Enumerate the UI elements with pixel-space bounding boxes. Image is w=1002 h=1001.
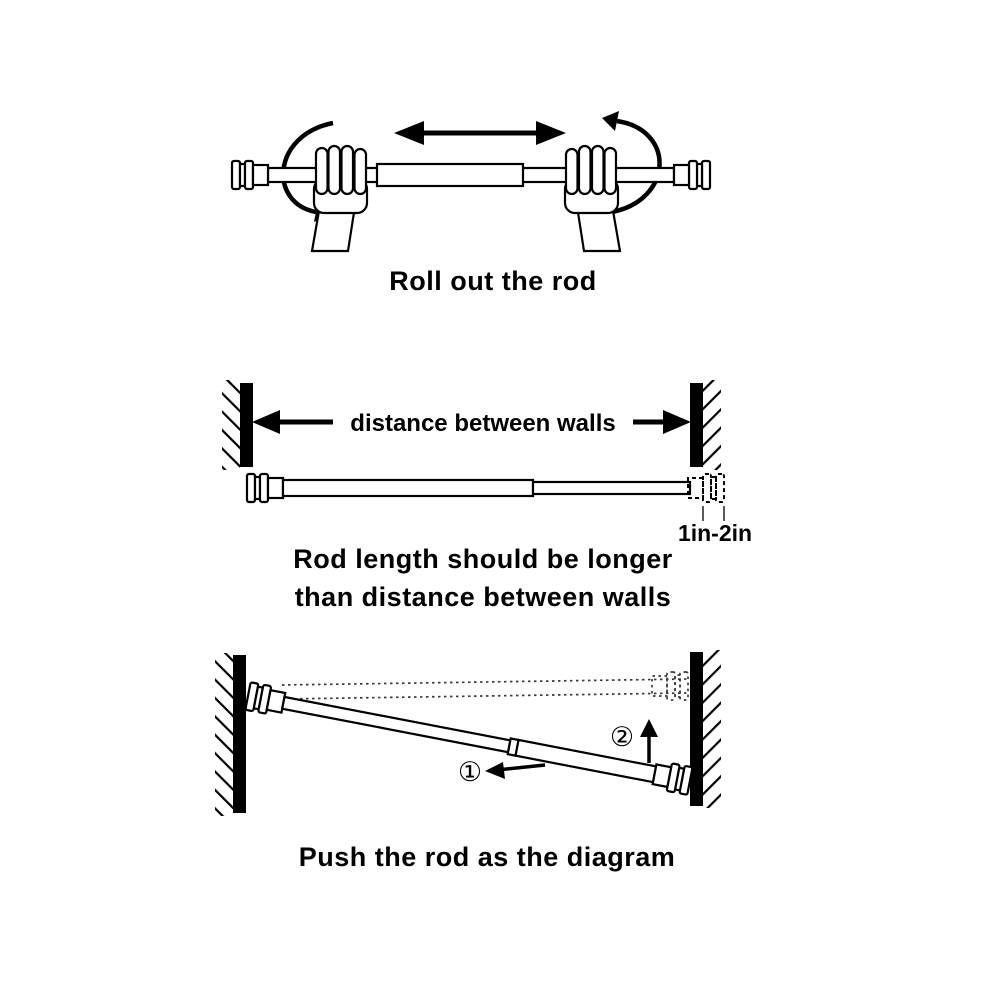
right-hand-icon	[563, 144, 622, 253]
tension-rod	[230, 159, 712, 191]
left-hand-icon	[310, 144, 369, 253]
push-rod-diagram: ① ②	[215, 650, 721, 816]
left-wall	[222, 380, 253, 470]
length-caption-line1: Rod length should be longer	[293, 544, 673, 574]
push-caption: Push the rod as the diagram	[298, 842, 676, 872]
rod-overlap-dashed-cap	[687, 473, 725, 503]
ghost-rod-dotted	[281, 671, 689, 701]
rod-end-cap-right	[672, 159, 712, 191]
label-backdrop	[333, 405, 633, 439]
roll-caption: Roll out the rod	[389, 266, 597, 296]
step2-marker: ②	[610, 722, 634, 752]
overlap-label: 1in-2in	[678, 520, 752, 546]
length-caption: Rod length should be longer than distanc…	[0, 540, 984, 616]
tension-rod	[244, 681, 694, 796]
lift-arrow-icon	[640, 719, 658, 763]
left-wall	[215, 653, 246, 816]
right-wall	[690, 650, 721, 808]
length-caption-line2: than distance between walls	[294, 582, 672, 612]
push-arrow-icon	[485, 762, 546, 779]
rod-end-cap-right	[650, 759, 694, 796]
stretch-arrow-icon	[394, 121, 566, 145]
right-wall	[690, 380, 721, 470]
distance-label: distance between walls	[350, 410, 615, 437]
roll-out-diagram	[230, 111, 712, 253]
tension-rod	[245, 472, 692, 504]
step1-marker: ①	[458, 757, 482, 787]
rod-length-diagram: distance between walls 1in-2in	[222, 380, 752, 546]
rod-end-cap-left	[245, 472, 285, 504]
rotate-arrow-right-icon	[602, 111, 662, 215]
rod-end-cap-left	[230, 159, 270, 191]
rod-end-cap-left	[244, 681, 288, 718]
